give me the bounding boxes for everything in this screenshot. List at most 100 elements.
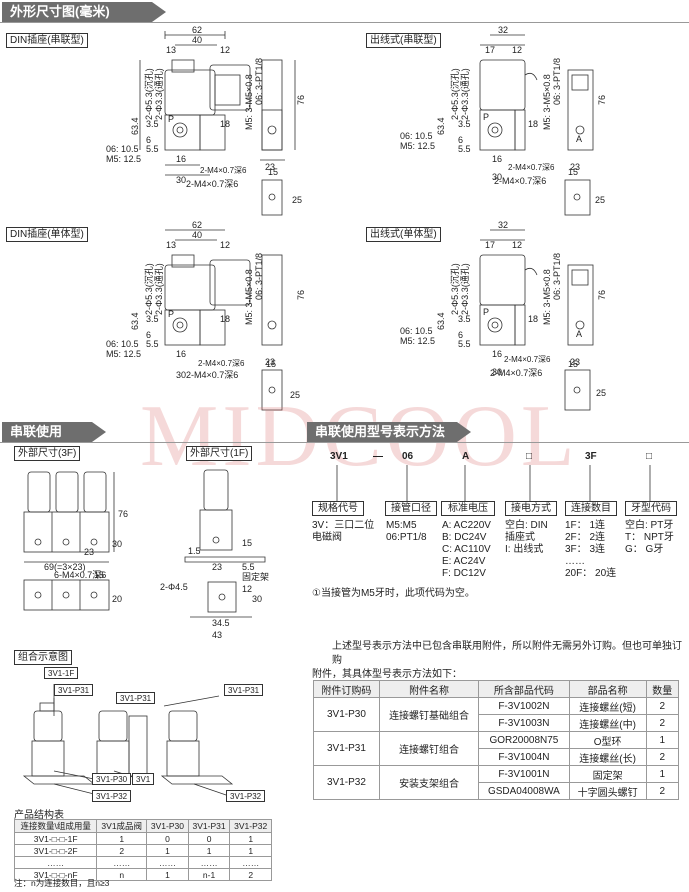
prod-h3: 3V1-P31	[187, 819, 231, 833]
s1-dim-m5: M5: 3-M5×0.8	[244, 269, 254, 325]
s2-dim-12: 12	[512, 240, 522, 250]
w2-dim-25: 25	[595, 195, 605, 205]
s2-dim-23: 23	[570, 357, 580, 367]
s1-dim-15: 15	[266, 359, 276, 369]
dim-16: 16	[176, 154, 186, 164]
section-header-series-model: 串联使用型号表示方法	[307, 422, 471, 442]
code-box2: □	[646, 451, 653, 462]
s2-screw-a: 2-M4×0.7深6	[504, 355, 551, 364]
panel-tag-outer-3f: 外部尺寸(3F)	[14, 446, 81, 461]
dim-3-5: 3.5	[146, 119, 159, 129]
f3-dim-69: 69(=3×23)	[44, 562, 86, 572]
panel-tag-din-series: DIN插座(串联型)	[6, 33, 88, 48]
s2-dim-32: 32	[498, 220, 508, 230]
table-row: F-3V1004N 连接螺丝(长) 2	[314, 748, 680, 766]
product-table-title: 产品结构表	[14, 810, 64, 821]
s1-dim-06: 06: 10.5	[106, 339, 139, 349]
w2-dim-m5-12: M5: 12.5	[400, 141, 435, 151]
s2-dim-76: 76	[597, 290, 607, 300]
dim-18: 18	[220, 119, 230, 129]
combo-tag-p31a: 3V1-P31	[54, 684, 94, 696]
table-row: ………… ………… ……	[13, 856, 272, 869]
s1-dim-6: 6	[146, 330, 151, 340]
dim-30: 30	[176, 175, 186, 185]
drawing-1f: 1.5 23 5.5 15 固定架 2-Φ4.5 12 30 34.5 43	[160, 469, 269, 640]
box-power: 接电方式	[505, 501, 557, 516]
dim-62: 62	[192, 25, 202, 35]
acc-h1: 附件名称	[378, 680, 480, 698]
port-p: P	[168, 114, 174, 124]
s1-dim-13: 13	[166, 240, 176, 250]
panel-tag-din-single: DIN插座(单体型)	[6, 227, 88, 242]
combo-tag-p32a: 3V1-P32	[92, 790, 132, 802]
s2-dim-16: 16	[492, 349, 502, 359]
s2-port-p: P	[483, 307, 489, 317]
f3-dim-20: 20	[112, 594, 122, 604]
f1-fix: 固定架	[242, 571, 269, 582]
s2-screw-b: 2-M4×0.7深6	[490, 368, 542, 378]
f1-dim-34-5: 34.5	[212, 618, 230, 628]
w2-dim-12: 12	[512, 45, 522, 55]
w2-dim-17: 17	[485, 45, 495, 55]
dim-63-4: 63.4	[130, 117, 140, 135]
w2-dim-63-4: 63.4	[436, 117, 446, 135]
w2-dim-18: 18	[528, 119, 538, 129]
table-row: 3V1-P32 安装支架组合 F-3V1001N 固定架 1	[313, 765, 680, 800]
s2-dim-pt18: 06: 3-PT1/8	[552, 253, 562, 300]
s2-dim-63-4: 63.4	[436, 312, 446, 330]
s1-dim-hole1: 2-Φ5.3(沉孔)	[144, 263, 154, 315]
w2-dim-76: 76	[597, 95, 607, 105]
dim-40: 40	[192, 35, 202, 45]
s1-dim-62: 62	[192, 220, 202, 230]
w2-dim-3-5: 3.5	[458, 119, 471, 129]
s1-dim-76: 76	[296, 290, 306, 300]
w2-dim-6: 6	[458, 135, 463, 145]
combo-tag-1f: 3V1-1F	[44, 667, 79, 679]
w2-dim-15: 15	[568, 167, 578, 177]
f1-dim-15: 15	[242, 538, 252, 548]
code-box1: □	[526, 451, 533, 462]
s2-dim-15: 15	[568, 359, 578, 369]
w2-dim-16: 16	[492, 154, 502, 164]
s2-dim-m5-12: M5: 12.5	[400, 336, 435, 346]
combo-tag-p31b: 3V1-P31	[116, 692, 156, 704]
code-06: 06	[402, 451, 414, 462]
divider	[0, 22, 689, 23]
s2-dim-30: 30	[492, 367, 502, 377]
f1-hole: 2-Φ4.5	[160, 582, 188, 592]
acc-h4: 数量	[645, 680, 680, 698]
dim-13: 13	[166, 45, 176, 55]
s2-dim-06: 06: 10.5	[400, 326, 433, 336]
w2-port-a: A	[576, 134, 582, 144]
dim-pt18: 06: 3-PT1/8	[254, 58, 264, 105]
s1-screw-a: 2-M4×0.7深6	[198, 359, 245, 368]
combo-tag-p32b: 3V1-P32	[226, 790, 266, 802]
dim-6: 6	[146, 135, 151, 145]
screw-spec-b: 2-M4×0.7深6	[186, 179, 238, 189]
dim-hole2: 2-Φ3.3(通孔)	[154, 68, 164, 120]
panel-tag-wire-series: 出线式(串联型)	[366, 33, 441, 48]
product-table: 连接数量\组成用量 3V1成品阀 3V1-P30 3V1-P31 3V1-P32…	[13, 819, 272, 881]
f3-dim-76: 76	[118, 509, 128, 519]
s2-dim-6: 6	[458, 330, 463, 340]
table-row: 3V1-P31 连接螺钉组合 GOR20008N75 O型环 1	[313, 731, 680, 766]
s1-dim-hole2: 2-Φ3.3(通孔)	[154, 263, 164, 315]
section-header-dimension: 外形尺寸图(毫米)	[2, 2, 166, 22]
dim-m5: M5: 3-M5×0.8	[244, 74, 254, 130]
s2-dim-hole2: 2-Φ3.3(通孔)	[460, 263, 470, 315]
drawing-din-series: 62 40 13 12 63.4 2-Φ5.3(沉孔) 2-Φ3.3(通孔) M…	[106, 25, 306, 216]
s1-dim-40: 40	[192, 230, 202, 240]
box-count: 连接数目	[565, 501, 617, 516]
box-thread: 牙型代码	[625, 501, 677, 516]
panel-tag-outer-1f: 外部尺寸(1F)	[186, 446, 253, 461]
s1-dim-25: 25	[290, 390, 300, 400]
s2-dim-m5: M5: 3-M5×0.8	[542, 269, 552, 325]
s1-dim-63-4: 63.4	[130, 312, 140, 330]
f1-dim-23: 23	[212, 562, 222, 572]
code-dash: —	[373, 451, 383, 462]
